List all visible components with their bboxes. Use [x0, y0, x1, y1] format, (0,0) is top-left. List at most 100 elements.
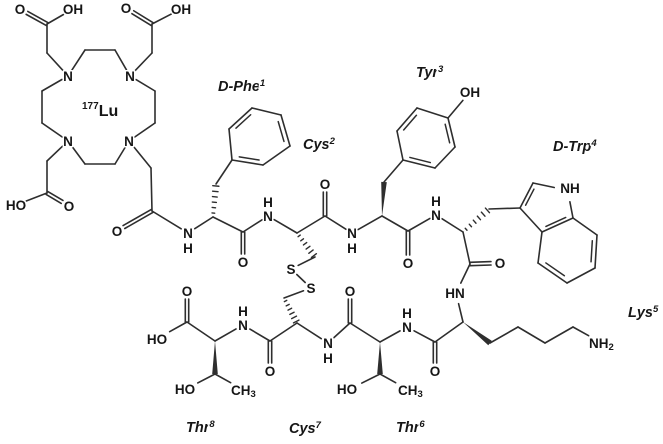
bond-d: [347, 298, 353, 324]
bond-r: [444, 117, 456, 148]
bond-s: [566, 267, 596, 284]
atom-label-O: O: [403, 256, 414, 271]
bond-s: [25, 192, 48, 202]
bond-s: [283, 289, 305, 299]
atom-label-N: N: [347, 226, 357, 241]
atom-label-N: N: [124, 134, 134, 149]
atom-label-HN: HN: [445, 286, 465, 301]
atom-label-CH3: CH3: [231, 383, 256, 400]
bond-d: [122, 208, 154, 230]
bond-d: [432, 341, 438, 364]
bond-s: [544, 326, 574, 344]
atom-label-NH2: NH2: [589, 336, 614, 353]
bond-s: [295, 273, 307, 284]
atom-label-H: H: [431, 194, 441, 209]
bond-s: [46, 52, 65, 72]
bond-s: [228, 128, 233, 161]
bond-s: [134, 52, 153, 72]
atom-label-HO: HO: [337, 382, 357, 397]
atom-label-N: N: [431, 208, 441, 223]
bond-r: [396, 107, 418, 132]
bond-s: [214, 328, 237, 342]
bond-d: [267, 340, 273, 364]
bond-s: [488, 207, 521, 210]
residue-label-cys-7: Cys7: [289, 420, 322, 437]
bond-s: [296, 322, 323, 340]
bond-s: [447, 99, 464, 119]
residue-label-lys-5: Lys5: [628, 304, 659, 321]
residue-label-thr-8: Thr8: [186, 419, 215, 436]
bond-s: [441, 217, 464, 233]
atom-label-H: H: [323, 351, 333, 366]
bond-s: [41, 122, 64, 138]
atom-label-HO: HO: [175, 382, 195, 397]
atom-label-H: H: [263, 195, 273, 210]
bond-s: [214, 373, 232, 384]
residue-label-d-trp-4: D-Trp4: [553, 138, 597, 155]
residue-label-d-phe-1: D-Phe1: [218, 78, 265, 95]
residue-label-cys-2: Cys2: [303, 136, 336, 153]
bond-r: [519, 182, 535, 209]
atom-label-O: O: [112, 224, 123, 239]
bond-s: [114, 146, 127, 165]
bond-s: [462, 231, 471, 265]
atom-label-N: N: [238, 318, 248, 333]
atom-label-OH: OH: [460, 85, 480, 100]
bond-w: [463, 322, 492, 346]
atom-label-O: O: [320, 177, 331, 192]
bond-h: [464, 207, 491, 231]
residue-label-tyr-3: Tyr3: [416, 64, 444, 81]
bond-s: [251, 107, 282, 116]
bond-s: [457, 302, 464, 323]
atom-label-O: O: [430, 364, 441, 379]
bond-r: [228, 107, 253, 130]
bond-s: [396, 130, 404, 161]
bond-s: [262, 145, 291, 166]
atom-label-H: H: [402, 306, 412, 321]
bond-s: [71, 49, 86, 71]
atom-label-N: N: [263, 209, 273, 224]
bond-d: [322, 191, 328, 217]
bond-r: [537, 262, 568, 284]
atom-label-O: O: [182, 284, 193, 299]
atom-label-S: S: [306, 281, 315, 296]
bond-r: [590, 234, 598, 269]
bond-d: [405, 230, 411, 256]
bond-s: [383, 159, 404, 183]
bond-s: [41, 78, 63, 92]
bond-s: [186, 321, 216, 342]
bond-s: [273, 218, 298, 234]
bond-s: [151, 210, 182, 230]
bond-s: [212, 216, 244, 233]
bond-s: [71, 145, 86, 165]
bond-s: [519, 207, 543, 233]
atom-label-HO: HO: [147, 332, 167, 347]
bond-r: [277, 114, 291, 147]
bond-r: [541, 216, 574, 233]
bond-s: [168, 321, 188, 333]
bond-s: [434, 321, 464, 343]
atom-label-HO: HO: [6, 198, 26, 213]
bond-s: [46, 145, 64, 162]
bond-s: [150, 167, 153, 212]
bond-s: [532, 182, 556, 189]
atom-label-CH3: CH3: [398, 383, 423, 400]
bond-s: [517, 326, 546, 344]
bond-s: [333, 322, 351, 339]
bond-h: [297, 234, 318, 259]
atom-label-O: O: [265, 364, 276, 379]
bond-s: [151, 13, 173, 25]
atom-label-O: O: [121, 1, 132, 16]
bond-r: [402, 156, 436, 169]
atom-label-N: N: [63, 69, 73, 84]
atom-label-O: O: [345, 284, 356, 299]
bond-d: [240, 231, 246, 255]
bond-s: [407, 217, 431, 232]
atom-label-OH: OH: [63, 2, 83, 17]
bond-s: [133, 122, 156, 138]
atom-label-H: H: [347, 241, 357, 256]
bond-s: [357, 215, 383, 231]
bond-s: [196, 373, 216, 384]
bond-s: [297, 256, 316, 267]
